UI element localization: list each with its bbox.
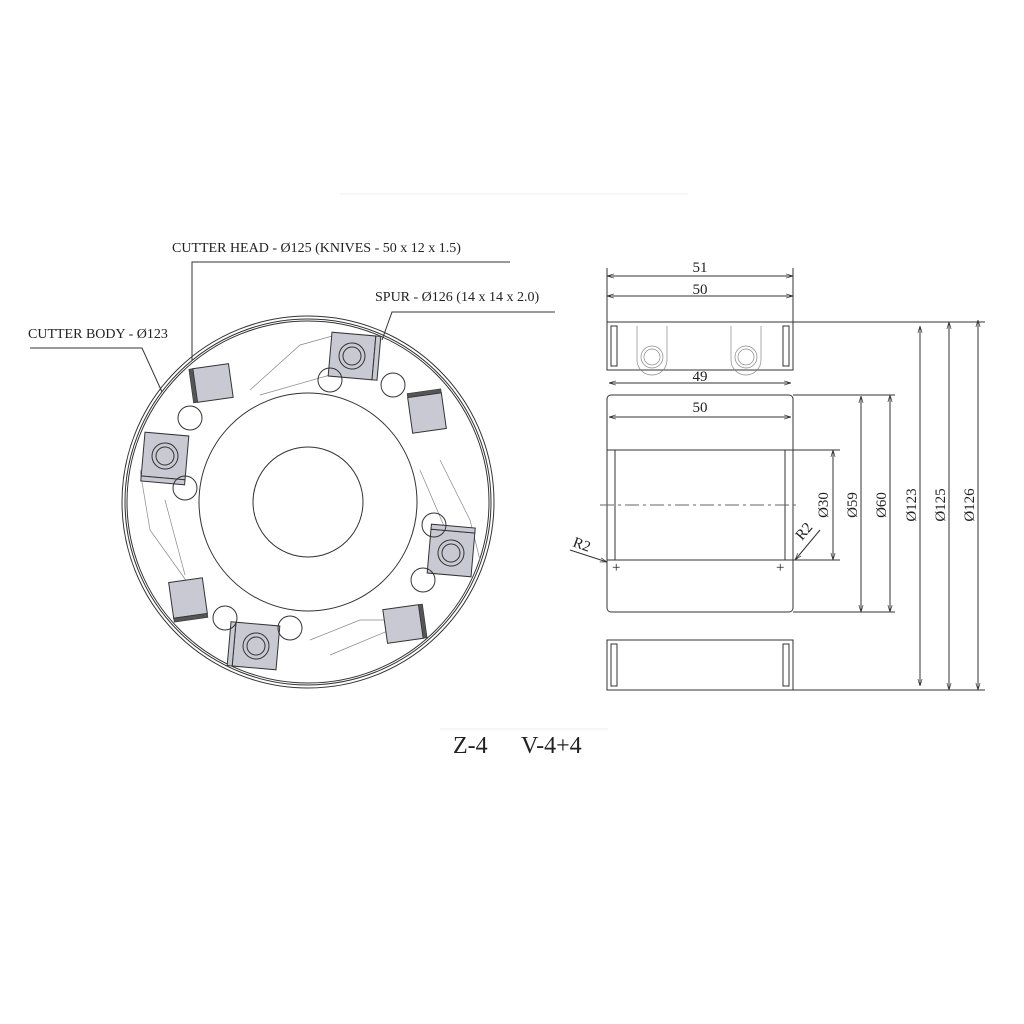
dim-r2-left: R2 xyxy=(571,535,593,556)
dim-50-body: 50 xyxy=(693,400,708,416)
label-spur: SPUR - Ø126 (14 x 14 x 2.0) xyxy=(375,290,539,305)
knife-insert xyxy=(426,523,476,578)
caption-v: V-4+4 xyxy=(521,733,582,759)
hub-circle xyxy=(198,392,418,612)
spur-block xyxy=(406,388,447,434)
knife-insert xyxy=(327,331,382,381)
cutter-head-circle xyxy=(124,318,492,686)
cutter-body-circle xyxy=(126,320,490,684)
side-view: + + 51 50 49 50 Ø30 Ø59 Ø60 Ø123 Ø125 Ø12… xyxy=(569,260,985,691)
leader-spur xyxy=(381,311,555,341)
dim-d125: Ø125 xyxy=(933,488,949,521)
dim-r2-right: R2 xyxy=(793,520,817,544)
front-view: CUTTER HEAD - Ø125 (KNIVES - 50 x 12 x 1… xyxy=(28,241,555,689)
dim-d123: Ø123 xyxy=(904,488,920,521)
svg-text:+: + xyxy=(612,560,620,576)
dim-d59: Ø59 xyxy=(845,492,861,518)
label-cutter-head: CUTTER HEAD - Ø125 (KNIVES - 50 x 12 x 1… xyxy=(172,241,461,256)
spur-block xyxy=(168,577,209,623)
caption-z: Z-4 xyxy=(453,733,488,759)
leader-cutter-head xyxy=(191,261,510,360)
dim-51: 51 xyxy=(693,260,708,276)
dim-d30: Ø30 xyxy=(816,492,832,518)
dim-d60: Ø60 xyxy=(874,492,890,518)
leader-cutter-body xyxy=(30,347,163,393)
bore-circle xyxy=(252,446,364,558)
spur-block xyxy=(382,603,428,644)
dim-d126: Ø126 xyxy=(962,488,978,522)
dim-49: 49 xyxy=(693,369,708,385)
svg-text:+: + xyxy=(776,560,784,576)
dim-50-top: 50 xyxy=(693,282,708,298)
knife-insert xyxy=(226,621,281,671)
spur-block xyxy=(188,363,234,404)
label-cutter-body: CUTTER BODY - Ø123 xyxy=(28,327,168,342)
spur-circle xyxy=(121,315,495,689)
